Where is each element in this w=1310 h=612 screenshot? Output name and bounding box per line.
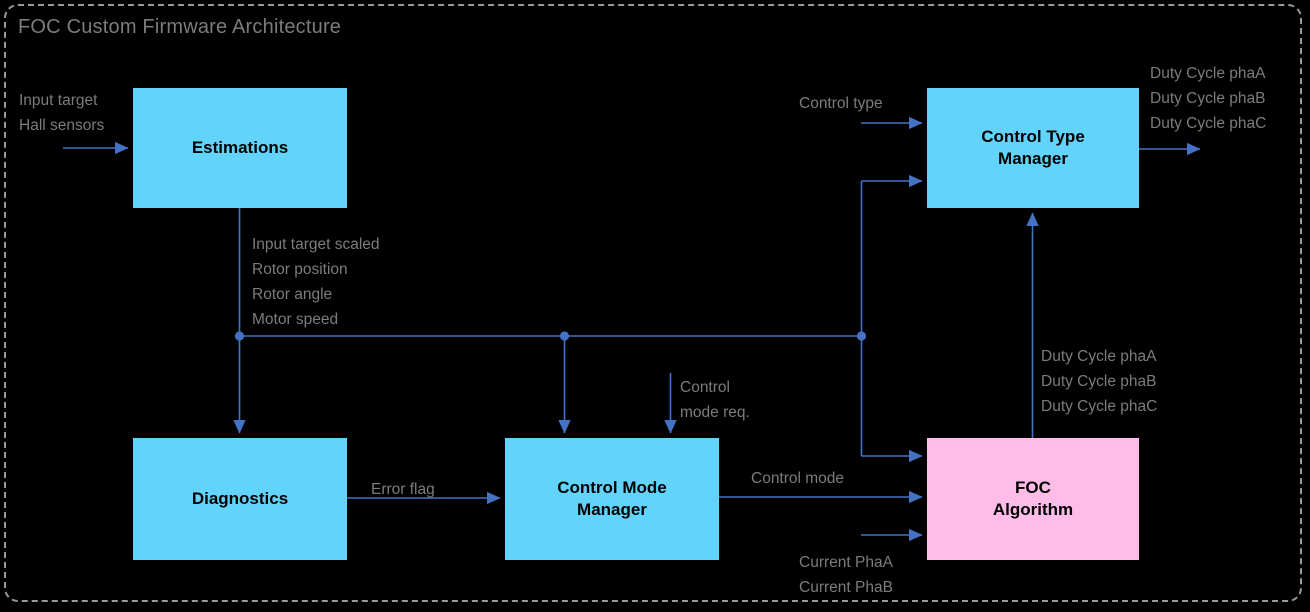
junction-dot-left: [234, 331, 245, 341]
label-estimations-input: Input target Hall sensors: [19, 92, 105, 135]
node-diagnostics[interactable]: Diagnostics: [133, 438, 347, 560]
label-current-phases: Current PhaA Current PhaB: [799, 554, 893, 597]
label-control-mode-req: Control mode req.: [680, 379, 750, 422]
junction-dot-right: [856, 331, 867, 341]
label-error-flag: Error flag: [371, 481, 435, 498]
page-title: FOC Custom Firmware Architecture: [18, 16, 342, 38]
node-foc-algorithm[interactable]: FOC Algorithm: [927, 438, 1139, 560]
node-control-mode-manager[interactable]: Control Mode Manager: [505, 438, 719, 560]
label-control-type-out: Duty Cycle phaA Duty Cycle phaB Duty Cyc…: [1150, 65, 1267, 133]
node-control-type-manager[interactable]: Control Type Manager: [927, 88, 1139, 208]
label-estimations-output-bus: Input target scaled Rotor position Rotor…: [252, 236, 380, 329]
junction-dot-middle: [559, 331, 570, 341]
label-foc-duty-cycles: Duty Cycle phaA Duty Cycle phaB Duty Cyc…: [1041, 348, 1158, 416]
node-estimations[interactable]: Estimations: [133, 88, 347, 208]
label-control-type-in: Control type: [799, 95, 883, 112]
label-control-mode: Control mode: [751, 470, 845, 487]
